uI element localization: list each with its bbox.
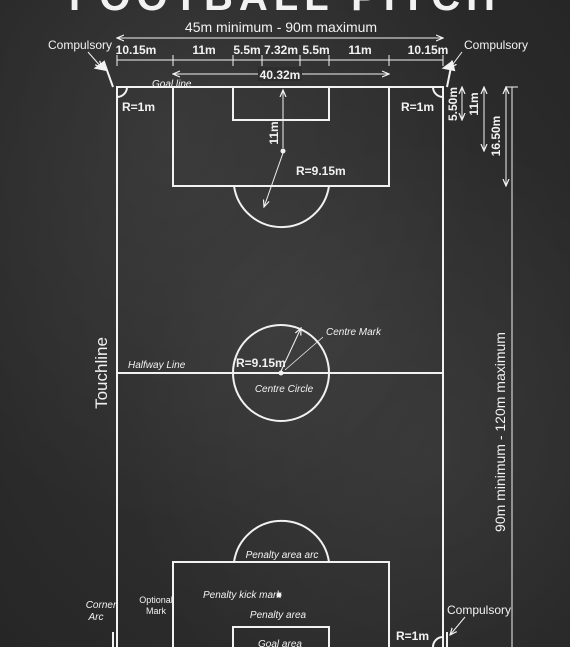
radius-1-left: R=1m (122, 100, 155, 114)
dimension-label-backdrop (258, 67, 302, 81)
length-range-label: 90m minimum - 120m maximum (492, 332, 508, 532)
goal-line-label: Goal line (152, 79, 192, 90)
compulsory-bottom-label: Compulsory (447, 603, 511, 617)
bottom-penalty-area (172, 561, 390, 647)
pitch-lines (116, 86, 444, 647)
dim-5-5-right: 5.5m (302, 43, 329, 57)
corner-arc-bottom-right (432, 636, 444, 647)
flag-top-right-pennant (441, 60, 456, 72)
top-goal-area (232, 86, 330, 121)
compulsory-right-label: Compulsory (464, 38, 528, 52)
radius-1-bottom: R=1m (396, 629, 429, 643)
compulsory-bottom-pointer (450, 616, 466, 635)
dim-11-vert: 11m (467, 92, 481, 115)
corner-arc-top-right (432, 86, 444, 98)
bottom-goal-area (232, 626, 330, 647)
centre-mark-pointer (284, 336, 324, 371)
bottom-penalty-arc (233, 519, 330, 563)
penalty-area-label: Penalty area (250, 610, 307, 621)
compulsory-left-label: Compulsory (48, 38, 112, 52)
centre-mark (278, 370, 284, 376)
halfway-line-label: Halfway Line (128, 360, 186, 371)
dim-7-32: 7.32m (264, 43, 298, 57)
dim-11-left: 11m (192, 43, 215, 57)
dim-11-penalty: 11m (267, 121, 281, 144)
centre-mark-label: Centre Mark (326, 327, 382, 338)
optional-mark-label-line1: Optional (139, 595, 173, 605)
optional-mark-label-line2: Mark (146, 606, 166, 616)
top-penalty-area (172, 86, 390, 187)
penalty-kick-mark-label: Penalty kick mark (203, 590, 282, 601)
top-penalty-arc (233, 185, 330, 229)
corner-arc-label-line2: Arc (88, 612, 104, 623)
corner-arc-label-line1: Corner (86, 600, 117, 611)
top-penalty-mark (280, 148, 286, 154)
dim-10-15-right: 10.15m (408, 43, 449, 57)
goal-area-label: Goal area (258, 639, 302, 647)
penalty-area-arc-label: Penalty area arc (246, 550, 319, 561)
width-range-label: 45m minimum - 90m maximum (185, 19, 377, 35)
title: FOOTBALL PITCH (69, 0, 501, 19)
bottom-penalty-mark (276, 592, 282, 598)
centre-radius-arrow (280, 328, 301, 372)
corner-arc-top-left (116, 86, 128, 98)
dim-16-50: 16.50m (489, 116, 503, 157)
touchline-label: Touchline (92, 337, 111, 409)
compulsory-right-pointer (450, 51, 463, 68)
radius-1-right: R=1m (401, 100, 434, 114)
centre-radius-label: R=9.15m (236, 356, 286, 370)
centre-circle (232, 324, 330, 422)
dim-5-50: 5.50m (446, 87, 460, 121)
centre-circle-label: Centre Circle (255, 384, 314, 395)
dim-10-15-left: 10.15m (116, 43, 157, 57)
penalty-arc-radius-arrow (264, 152, 284, 207)
dim-5-5-left: 5.5m (233, 43, 260, 57)
penalty-arc-radius: R=9.15m (296, 164, 346, 178)
dim-40-32: 40.32m (260, 68, 301, 82)
compulsory-left-pointer (87, 51, 102, 68)
dim-11-right: 11m (348, 43, 371, 57)
